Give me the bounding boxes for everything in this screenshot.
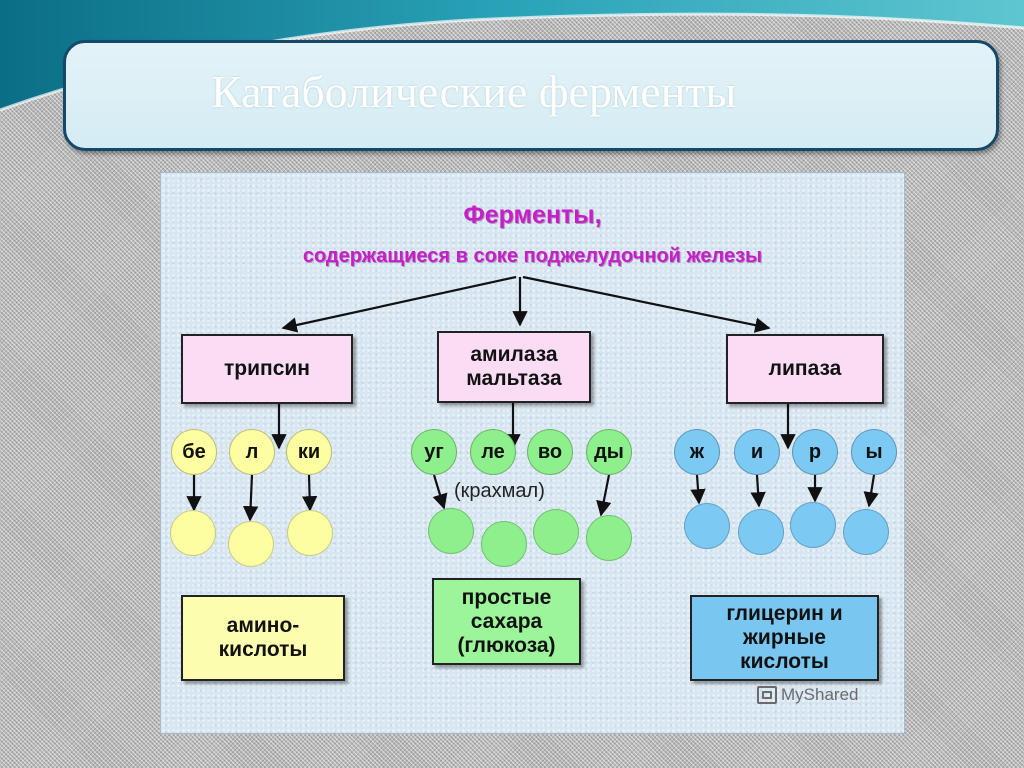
watermark-text: MyShared — [781, 685, 859, 704]
syllable-circle: ле — [470, 429, 516, 475]
arrow-syllable-y — [863, 474, 879, 508]
product-circle — [533, 509, 579, 555]
arrow-syllable-ug — [432, 474, 448, 510]
syllable-circle: во — [527, 429, 573, 475]
diagram-panel: Ферменты, содержащиеся в соке поджелудоч… — [160, 172, 905, 734]
watermark: MyShared — [757, 685, 858, 705]
product-circle — [843, 509, 889, 555]
product-box-simple-sugars: простые сахара (глюкоза) — [432, 578, 581, 665]
product-circle — [428, 508, 474, 554]
title-banner: Катаболические ферменты — [63, 40, 999, 151]
syllable-circle: р — [792, 429, 838, 475]
product-circle — [481, 521, 527, 567]
page-title: Катаболические ферменты — [211, 66, 737, 117]
product-box-amino-acids: амино- кислоты — [181, 595, 345, 681]
arrow-syllable-zh — [690, 474, 706, 505]
starch-note: (крахмал) — [454, 480, 545, 502]
syllable-circle: ки — [286, 429, 332, 475]
product-box-glycerol-fatty-acids: глицерин и жирные кислоты — [690, 595, 879, 681]
syllable-circle: ды — [586, 429, 632, 475]
product-circle — [790, 502, 836, 548]
enzyme-box-trypsin: трипсин — [181, 334, 353, 404]
arrow-syllable-l — [242, 474, 259, 522]
syllable-circle: и — [734, 429, 780, 475]
syllable-circle: ы — [851, 429, 897, 475]
product-circle — [586, 515, 632, 561]
product-circle — [684, 503, 730, 549]
enzyme-box-amylase-maltase: амилаза мальтаза — [437, 331, 591, 403]
product-circle — [228, 521, 274, 567]
diagram-arrows — [186, 275, 879, 522]
diagram-heading: Ферменты, — [463, 201, 602, 229]
enzyme-box-lipase: липаза — [726, 334, 884, 404]
syllable-circle: уг — [411, 429, 457, 475]
diagram-subheading: содержащиеся в соке поджелудочной железы — [302, 245, 763, 267]
syllable-circle: л — [229, 429, 275, 475]
arrow-heading-to-trypsin — [281, 275, 517, 333]
syllable-circle: ж — [674, 429, 720, 475]
product-circle — [738, 509, 784, 555]
arrow-syllable-ki — [301, 474, 318, 512]
product-circle — [287, 510, 333, 556]
arrow-heading-to-lipase — [522, 275, 771, 333]
arrow-syllable-i — [750, 474, 766, 508]
product-circle — [170, 510, 216, 556]
syllable-circle: бе — [171, 429, 217, 475]
myshared-logo-icon — [757, 686, 777, 704]
arrow-syllable-dy — [596, 474, 612, 517]
